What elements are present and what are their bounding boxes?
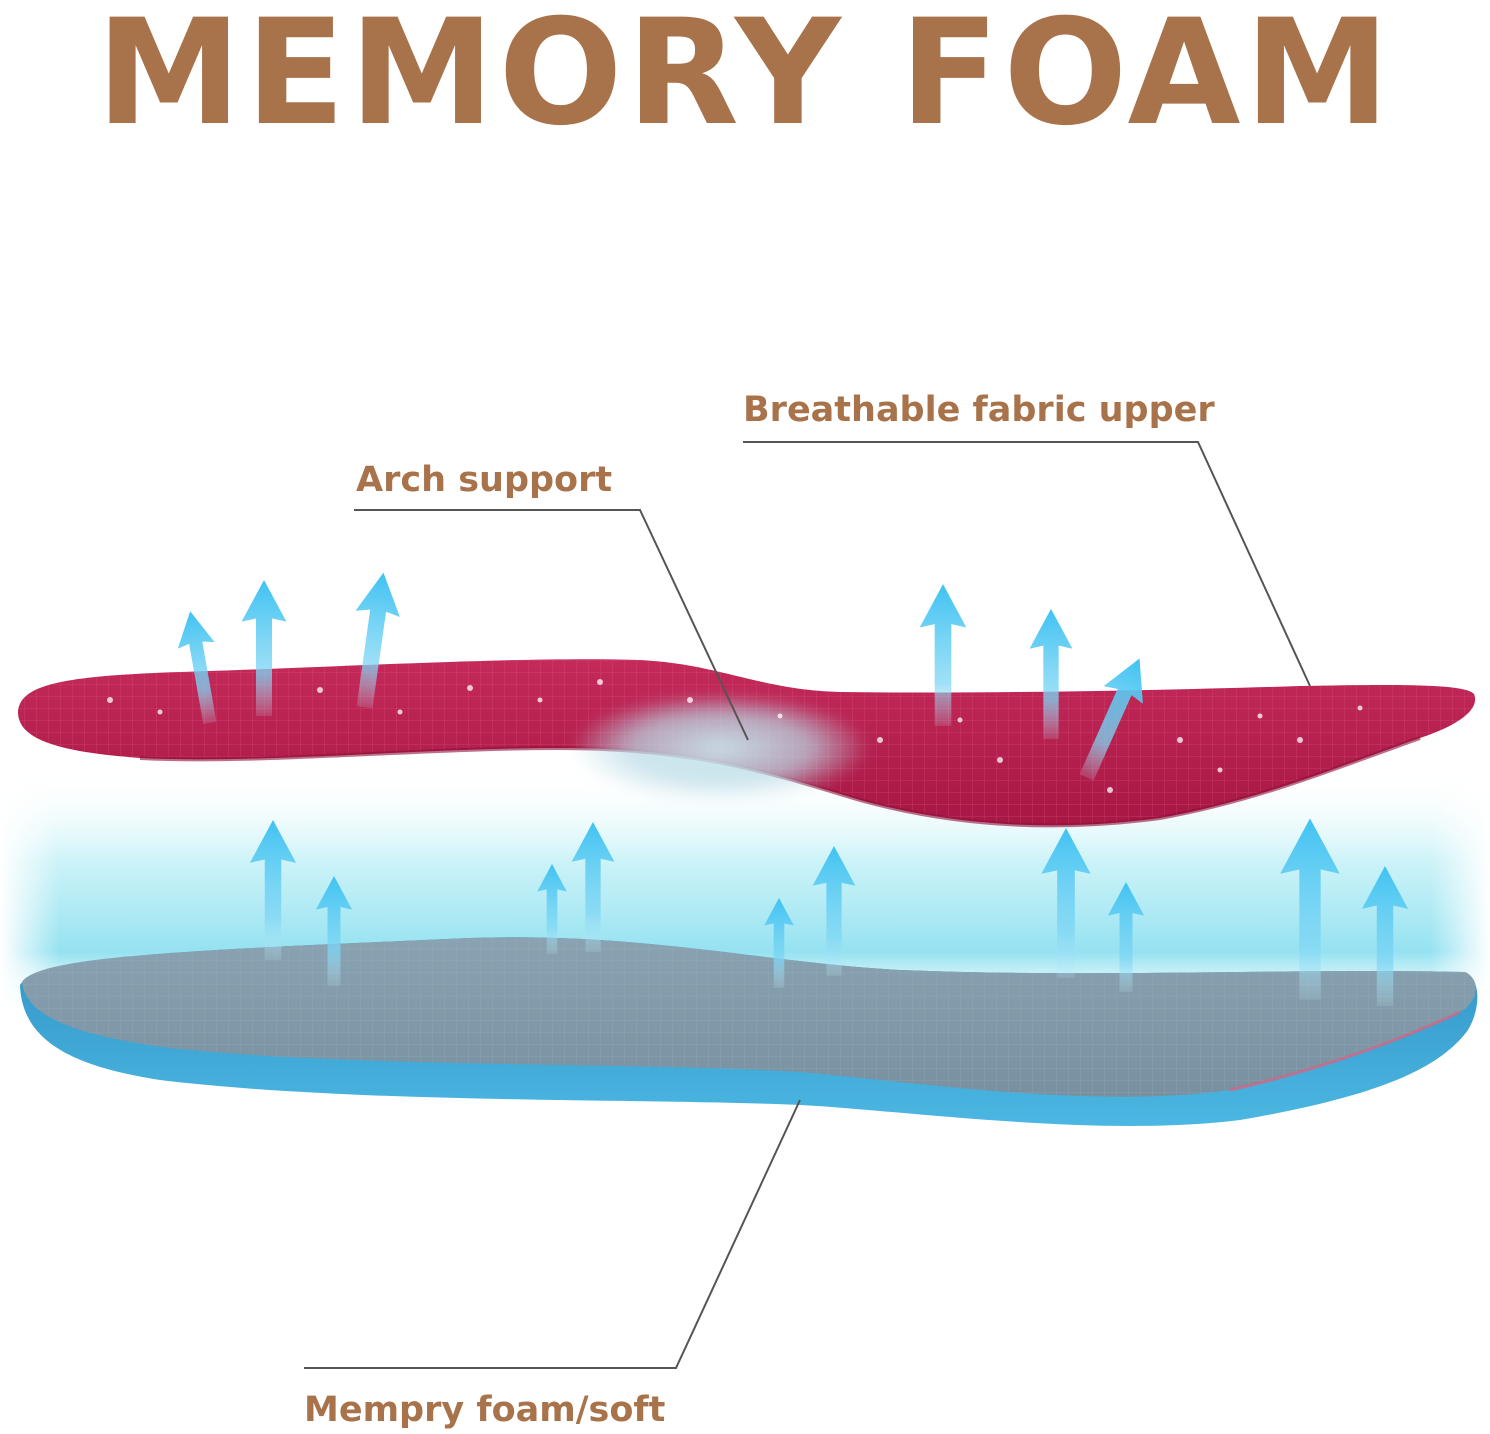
fabric-upper-layer (18, 659, 1476, 828)
leader-lines (304, 441, 1311, 1369)
callout-fabric-upper: Breathable fabric upper (743, 390, 1215, 430)
callout-arch-support: Arch support (356, 460, 613, 500)
water-droplets (107, 679, 1363, 793)
callout-memory-foam: Mempry foam/soft (304, 1390, 666, 1430)
headline: MEMORY FOAM (96, 0, 1394, 158)
memory-foam-layer (20, 937, 1478, 1126)
